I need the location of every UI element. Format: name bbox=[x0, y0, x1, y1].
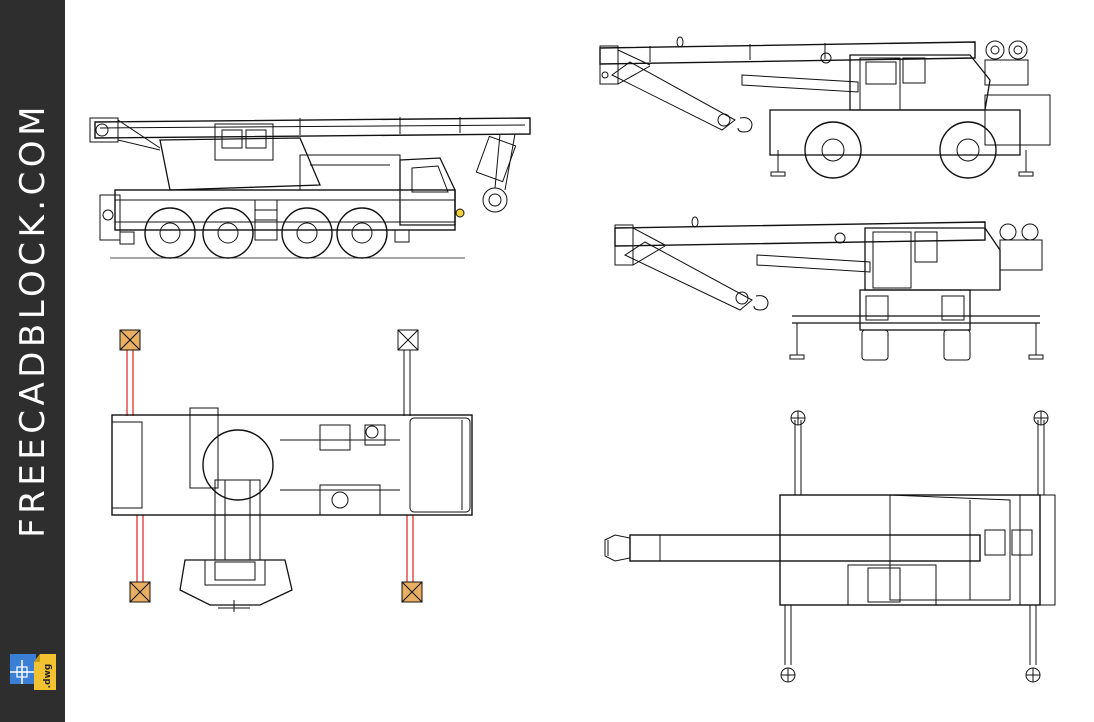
site-name-vertical[interactable]: FREECADBLOCK.COM bbox=[5, 0, 61, 640]
boom-top bbox=[214, 479, 261, 561]
cab-top bbox=[189, 407, 219, 489]
logo-blue-panel bbox=[10, 654, 36, 684]
lift-cylinder bbox=[623, 241, 753, 311]
outrigger-pads bbox=[119, 329, 423, 603]
crane-cab bbox=[214, 123, 274, 161]
carrier bbox=[769, 109, 1021, 156]
boom bbox=[94, 117, 531, 139]
brand-sidebar: FREECADBLOCK.COM .dwg bbox=[0, 0, 65, 722]
carrier-cab-top bbox=[409, 417, 471, 513]
carrier-deck bbox=[111, 414, 473, 516]
hook-block bbox=[482, 187, 508, 213]
boom bbox=[599, 41, 976, 65]
chassis bbox=[114, 189, 456, 231]
site-name-text: FREECADBLOCK.COM bbox=[13, 102, 54, 538]
rough-terrain-crane-top-view bbox=[604, 410, 1056, 683]
lift-cylinder bbox=[611, 61, 736, 131]
file-badge: .dwg bbox=[43, 664, 53, 689]
boom-head bbox=[604, 534, 631, 562]
logo-yellow-page bbox=[34, 654, 56, 690]
boom-head bbox=[599, 45, 619, 85]
hook bbox=[737, 117, 753, 133]
counterweight bbox=[179, 559, 293, 606]
carrier-front bbox=[859, 289, 971, 331]
turntable bbox=[202, 429, 274, 501]
outriggers bbox=[126, 345, 414, 585]
boom bbox=[629, 534, 981, 562]
boom-head bbox=[89, 117, 119, 143]
rough-terrain-crane-side-view bbox=[599, 36, 1051, 179]
wheels bbox=[144, 207, 388, 259]
all-terrain-crane-top-view bbox=[111, 329, 473, 612]
superstructure bbox=[864, 227, 1001, 291]
rough-terrain-crane-outrigger-view bbox=[614, 216, 1044, 361]
carrier-deck bbox=[779, 494, 1041, 606]
boom bbox=[614, 221, 986, 247]
outrigger-pads bbox=[780, 410, 1049, 683]
cad-drawing-sheet bbox=[89, 36, 1056, 683]
dwg-file-icon[interactable]: .dwg bbox=[4, 650, 60, 694]
boom-head bbox=[614, 224, 634, 266]
hook bbox=[753, 295, 769, 311]
front-wheel bbox=[804, 121, 862, 179]
rear-wheel bbox=[939, 121, 997, 179]
superstructure bbox=[159, 137, 321, 191]
crane-cab bbox=[872, 231, 912, 289]
crane-cab bbox=[847, 564, 937, 606]
all-terrain-crane-side-view bbox=[89, 117, 531, 259]
